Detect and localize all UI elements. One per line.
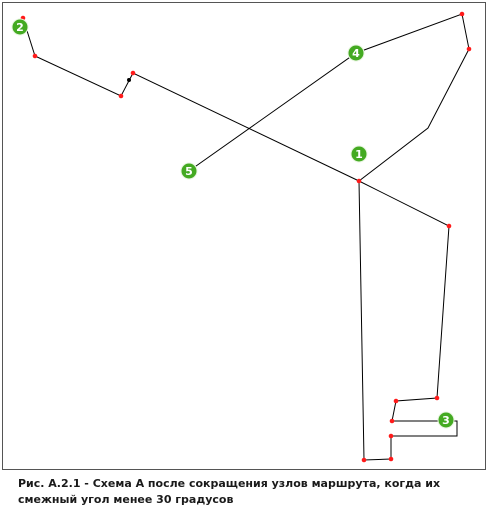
route-node <box>466 46 472 52</box>
route-markers: 1 2 3 4 5 <box>11 18 455 429</box>
route-node <box>32 53 38 59</box>
route-node <box>446 223 452 229</box>
waypoint-marker-2: 2 <box>11 18 29 36</box>
route-lines <box>22 13 470 461</box>
route-node <box>388 433 394 439</box>
route-node <box>356 178 362 184</box>
diagram-frame <box>2 2 486 470</box>
waypoint-marker-3: 3 <box>437 411 455 429</box>
waypoint-marker-1: 1 <box>350 145 368 163</box>
waypoint-marker-5: 5 <box>180 162 198 180</box>
route-node <box>388 456 394 462</box>
marker-circle <box>180 162 198 180</box>
caption-line-1: Рис. А.2.1 - Схема А после сокращения уз… <box>18 477 441 490</box>
marker-label: 1 <box>355 148 363 161</box>
route-node <box>434 395 440 401</box>
marker-label: 5 <box>185 165 193 178</box>
marker-circle <box>347 44 365 62</box>
route-diagram: 1 2 3 4 5 <box>11 11 472 463</box>
route-path <box>22 13 470 461</box>
marker-circle <box>11 18 29 36</box>
marker-label: 2 <box>16 21 24 34</box>
caption-line-2: смежный угол менее 30 градусов <box>18 493 234 506</box>
marker-label: 3 <box>442 414 450 427</box>
route-node <box>393 398 399 404</box>
route-node <box>361 457 367 463</box>
route-nodes <box>20 11 472 463</box>
marker-circle <box>437 411 455 429</box>
route-node <box>118 93 124 99</box>
waypoint-marker-4: 4 <box>347 44 365 62</box>
route-node <box>459 11 465 17</box>
figure-caption: Рис. А.2.1 - Схема А после сокращения уз… <box>18 476 480 508</box>
route-node <box>130 70 136 76</box>
marker-circle <box>350 145 368 163</box>
marker-label: 4 <box>352 47 360 60</box>
route-node <box>389 418 395 424</box>
removed-node <box>127 78 131 82</box>
